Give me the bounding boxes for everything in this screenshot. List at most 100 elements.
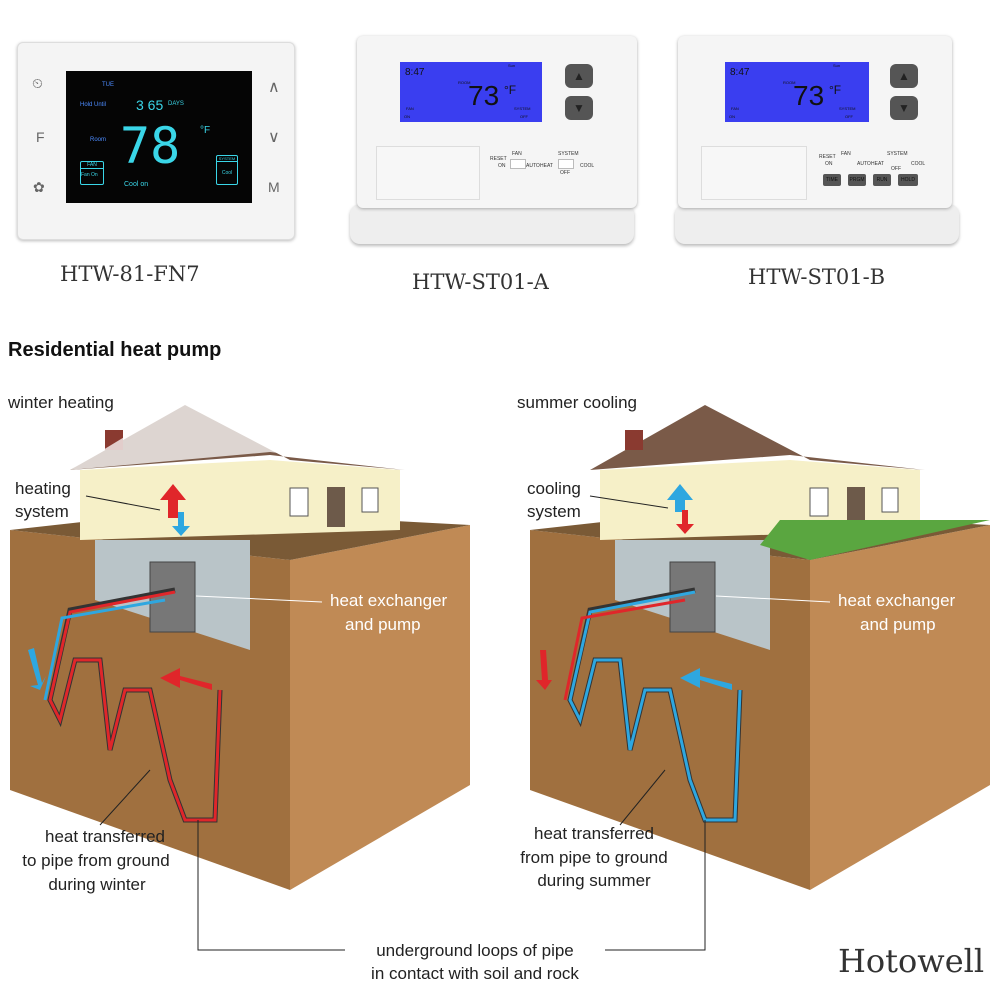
model-label-2: HTW-ST01-A [412,270,549,294]
up-button[interactable]: ∧ [268,79,280,96]
thermostat-htw-st01-a: 8:47 Sun ROOM 73 °F FAN ON SYSTEM OFF ▲ … [350,36,640,248]
switch-panel: RESET FAN ON AUTO HEAT SYSTEM COOL OFF [488,148,608,198]
fan-button[interactable]: ✿ [33,179,45,195]
up-button[interactable]: ▲ [565,64,593,88]
callout-line [619,769,666,826]
time-button[interactable]: TIME [823,174,841,186]
prgm-button[interactable]: PRGM [848,174,866,186]
control-panel: RESET FAN ON AUTO HEAT SYSTEM COOL OFF T… [819,148,929,198]
off-label: OFF [891,166,901,172]
fan-value: Fan On [81,172,98,178]
f-button[interactable]: F [36,129,45,145]
day: TUE [102,82,114,88]
lcd-screen: 8:47 Sun ROOM 73 °F FAN ON SYSTEM OFF [725,62,869,122]
transfer-label-2: from pipe to ground [520,848,667,867]
day: Sun [833,63,841,68]
heat-down-arrow-icon [676,510,694,534]
fan-switch-label: FAN [841,151,851,157]
cover-door[interactable] [701,146,807,200]
on-label: ON [498,163,506,169]
cold-pipe [43,598,166,701]
unit: °F [504,83,517,97]
callout-line [85,495,161,511]
heating-system-label-1: heating [15,479,71,498]
auto-label: AUTO [857,161,871,167]
system-value: OFF [845,114,853,119]
day: Sun [508,63,516,68]
callout-line [715,595,831,603]
cover-door[interactable] [376,146,480,200]
transfer-label-2: to pipe from ground [22,851,169,870]
fan-label: FAN [731,106,739,111]
hold-label: Hold Until [80,102,107,108]
system-switch-label: SYSTEM [887,151,908,157]
fan-box: FAN Fan On [80,161,104,185]
ground-heat-arrow-icon [160,668,212,690]
cooling-system-label-2: system [527,502,581,521]
lcd-screen: TUE Hold Until 3 65 DAYS Room 78 °F FAN … [66,71,252,203]
hold-value: 3 65 [136,97,164,113]
mode-status: Cool on [124,181,149,188]
system-value: Cool [221,170,233,176]
heat-label: HEAT [871,161,884,167]
system-switch[interactable] [558,159,574,169]
on-label: ON [825,161,833,167]
hot-pipe [563,598,686,701]
model-label-3: HTW-ST01-B [748,265,886,289]
heating-system-label-2: system [15,502,69,521]
down-button[interactable]: ∨ [268,129,280,146]
hold-button[interactable]: HOLD [898,174,918,186]
transfer-label-3: during summer [537,871,651,890]
transfer-label-3: during winter [48,875,146,894]
cool-up-arrow-icon [667,484,693,512]
cool-label: COOL [580,163,595,169]
off-label: OFF [560,170,570,176]
time: 8:47 [730,67,750,78]
hold-unit: DAYS [168,101,184,107]
unit: °F [829,83,842,97]
loops-label-1: underground loops of pipe [376,941,574,960]
callout-line [589,495,669,509]
unit: °F [200,125,211,136]
loops-callout-line [197,820,345,951]
summer-title: summer cooling [517,393,637,412]
hot-pipe [48,590,222,822]
down-button[interactable]: ▼ [565,96,593,120]
lcd-screen: 8:47 Sun ROOM 73 °F FAN ON SYSTEM OFF [400,62,542,122]
fan-value: ON [729,114,735,119]
auto-label: AUTO [526,163,540,169]
summer-scene: summer cooling cooling system heat excha… [517,393,990,890]
exchanger-label-2: and pump [345,615,421,634]
transfer-label-1: heat transferred [534,824,654,843]
diagram-title: Residential heat pump [8,339,222,361]
heat-label: HEAT [540,163,553,169]
up-button[interactable]: ▲ [890,64,918,88]
exchanger-label-1: heat exchanger [330,591,448,610]
fan-title: FAN [81,162,103,169]
flow-down-arrow-icon [28,648,46,690]
transfer-label-1: heat transferred [45,827,165,846]
temperature: 73 [468,80,500,111]
fan-switch[interactable] [510,159,526,169]
callout-line [195,595,323,603]
run-button[interactable]: RUN [873,174,891,186]
mode-button[interactable]: M [268,179,280,195]
exchanger-label-1: heat exchanger [838,591,956,610]
callout-line [99,769,151,826]
system-label: SYSTEM [514,106,531,111]
reset-label[interactable]: RESET [490,156,507,162]
system-switch-label: SYSTEM [558,151,579,157]
ground-flow-arrow-icon [680,668,732,690]
temperature: 78 [120,117,181,175]
down-button[interactable]: ▼ [890,96,918,120]
fan-label: FAN [406,106,414,111]
flow-down-arrow-icon [536,650,552,690]
system-label: SYSTEM [839,106,856,111]
reset-label[interactable]: RESET [819,154,836,160]
brand-logo: Hotowell [838,942,985,980]
system-value: OFF [520,114,528,119]
winter-title: winter heating [7,393,114,412]
thermostat-htw-81-fn7: ⏲ F ✿ ∧ ∨ M TUE Hold Until 3 65 DAYS Roo… [17,42,295,240]
clock-button[interactable]: ⏲ [32,75,43,91]
